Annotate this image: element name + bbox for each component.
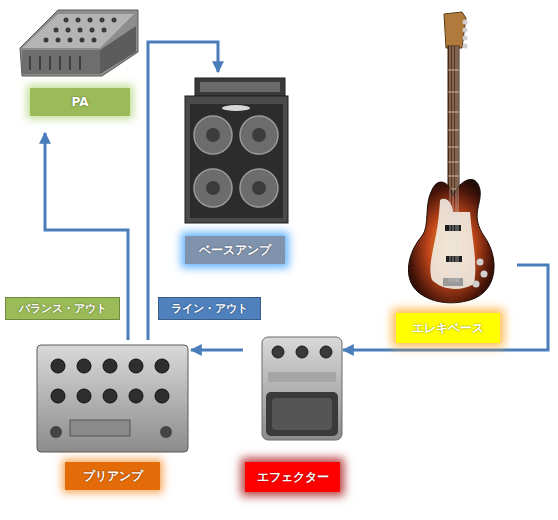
device-label: エフェクター [245,462,340,492]
device-label: ベースアンプ [185,236,285,264]
device-node: PA [15,3,143,133]
signal-arrow [343,265,548,350]
device-label: プリアンプ [65,462,160,490]
device-node: プリアンプ [33,340,191,495]
device-label: エレキベース [396,313,500,343]
device-node: ベースアンプ [180,72,290,268]
effects-pedal-illustration [262,337,342,440]
output-label: ライン・アウト [158,297,261,320]
device-label: PA [30,88,130,116]
output-label: バランス・アウト [5,297,120,320]
mixer-illustration [20,10,138,76]
bass-guitar-illustration [408,12,494,303]
bass-amp-illustration [185,78,288,223]
device-node: エレキベース [392,10,517,346]
preamp-illustration [37,345,188,452]
device-node: エフェクター [243,333,343,495]
signal-arrow [191,349,243,352]
signal-arrow [148,42,218,340]
